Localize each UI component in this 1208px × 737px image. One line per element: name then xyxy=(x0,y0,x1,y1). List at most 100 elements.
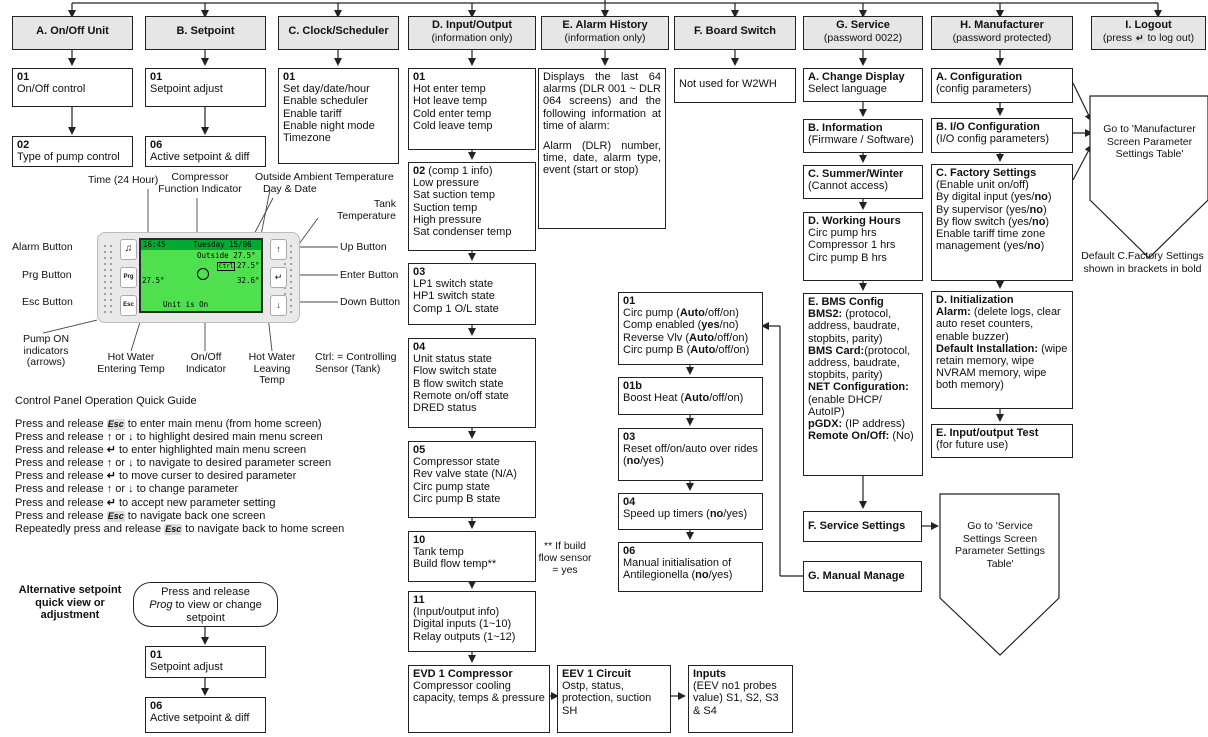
esc-button[interactable]: Esc xyxy=(120,295,137,316)
guide-line: Press and release ↵ to accept new parame… xyxy=(15,496,276,509)
io-line: Digital inputs (1~10) xyxy=(413,618,512,631)
alt-setpoint-01: 01 Setpoint adjust xyxy=(145,646,266,678)
label-day-date: Day & Date xyxy=(263,183,317,195)
box-text: (for future use) xyxy=(936,439,1009,452)
screen-code: 06 xyxy=(150,139,163,151)
lcd-right-temp-1: 27.5° xyxy=(237,261,260,270)
header-setpoint[interactable]: B. Setpoint xyxy=(145,16,266,50)
header-title: E. Alarm History xyxy=(562,19,648,31)
service-working-hours[interactable]: D. Working Hours Circ pump hrs Compresso… xyxy=(803,212,923,281)
down-arrow-icon: ↓ xyxy=(128,483,134,496)
quick-guide: Press and release Esc to enter main menu… xyxy=(15,418,410,536)
down-arrow-icon: ↓ xyxy=(128,457,134,470)
mfr-initialization[interactable]: D. Initialization Alarm: (delete logs, c… xyxy=(931,291,1073,409)
up-arrow-icon: ↑ xyxy=(106,483,113,496)
setpoint-screen-01: 01 Setpoint adjust xyxy=(145,68,266,107)
service-callout-shape xyxy=(939,493,1060,656)
onoff-screen-01: 01 On/Off control xyxy=(12,68,133,107)
mfr-io-configuration[interactable]: B. I/O Configuration (I/O config paramet… xyxy=(931,118,1073,153)
header-input-output[interactable]: D. Input/Output (information only) xyxy=(408,16,536,50)
service-settings-box[interactable]: F. Service Settings xyxy=(803,511,922,542)
header-title: G. Service xyxy=(836,19,890,31)
io-screen-01: 01 Hot enter temp Hot leave temp Cold en… xyxy=(408,68,536,150)
box-text: Circ pump B hrs xyxy=(808,251,887,264)
header-clock-scheduler[interactable]: C. Clock/Scheduler xyxy=(278,16,399,50)
io-line: Build flow temp** xyxy=(413,558,497,571)
box-title: C. Summer/Winter xyxy=(808,168,904,180)
box-title: Inputs xyxy=(693,668,726,680)
enter-key-icon: ↵ xyxy=(274,272,283,282)
box-title: B. Information xyxy=(808,122,883,134)
box-text: Compressor cooling capacity, temps & pre… xyxy=(413,680,545,705)
header-title: D. Input/Output xyxy=(431,19,513,31)
clock-line: Enable tariff xyxy=(283,107,342,120)
header-title: F. Board Switch xyxy=(694,25,776,37)
io-line: Circ pump state xyxy=(413,480,491,493)
eev-circuit-box: EEV 1 Circuit Ostp, status, protection, … xyxy=(557,665,671,733)
header-manufacturer[interactable]: H. Manufacturer (password protected) xyxy=(931,16,1073,50)
label-pump-indicators: Pump ON indicators (arrows) xyxy=(22,333,70,368)
enter-key-icon: ↵ xyxy=(106,496,116,509)
down-button[interactable]: ↓ xyxy=(270,295,287,316)
mfr-factory-settings[interactable]: C. Factory Settings (Enable unit on/off)… xyxy=(931,164,1073,281)
manual-screen-03: 03 Reset off/on/auto over rides (no/yes) xyxy=(618,428,763,481)
lcd-time: 16:45 xyxy=(143,240,166,249)
esc-key-icon: Esc xyxy=(106,419,125,430)
io-line: Circ pump B state xyxy=(413,492,501,505)
label-ctrl-sensor: Ctrl: = Controlling Sensor (Tank) xyxy=(315,351,397,375)
service-bms-config[interactable]: E. BMS Config BMS2: (protocol, address, … xyxy=(803,293,923,476)
box-title: EEV 1 Circuit xyxy=(562,668,632,680)
board-switch-box: Not used for W2WH xyxy=(674,68,796,103)
io-line: Relay outputs (1~12) xyxy=(413,630,516,643)
header-alarm-history[interactable]: E. Alarm History (information only) xyxy=(541,16,669,50)
label-tank: Tank Temperature xyxy=(337,198,396,222)
setpoint-screen-06: 06 Active setpoint & diff xyxy=(145,136,266,167)
label-compressor: Compressor Function Indicator xyxy=(158,171,242,195)
enter-key-icon: ↵ xyxy=(106,444,116,457)
clock-line: Set day/date/hour xyxy=(283,83,370,96)
header-subtitle: (information only) xyxy=(564,31,646,44)
header-logout[interactable]: I. Logout (press ↵ to log out) xyxy=(1091,16,1206,50)
service-settings-goto: Go to 'Service Settings Screen Parameter… xyxy=(955,520,1045,570)
io-line: Sat condenser temp xyxy=(413,226,512,239)
factory-defaults-note: Default C.Factory Settings shown in brac… xyxy=(1081,250,1204,275)
manual-screen-01: 01 Circ pump (Auto/off/on) Comp enabled … xyxy=(618,292,763,365)
alarm-button[interactable]: ♫ xyxy=(120,239,137,260)
box-title: E. BMS Config xyxy=(808,296,884,308)
mfr-configuration[interactable]: A. Configuration (config parameters) xyxy=(931,68,1073,103)
label-up-button: Up Button xyxy=(340,241,387,253)
header-board-switch[interactable]: F. Board Switch xyxy=(674,16,796,50)
box-text: (EEV no1 probes value) S1, S2, S3 & S4 xyxy=(693,680,779,717)
prg-button[interactable]: Prg xyxy=(120,267,137,288)
service-information[interactable]: B. Information (Firmware / Software) xyxy=(803,119,923,153)
up-button[interactable]: ↑ xyxy=(270,239,287,260)
label-hot-water-entering: Hot Water Entering Temp xyxy=(97,351,165,375)
io-line: Tank temp xyxy=(413,546,464,559)
box-text: Compressor 1 hrs xyxy=(808,239,896,252)
enter-button[interactable]: ↵ xyxy=(270,267,287,288)
io-line: HP1 switch state xyxy=(413,290,495,303)
alt-setpoint-pill[interactable]: Press and release Prog to view or change… xyxy=(133,582,278,627)
clock-line: Enable night mode xyxy=(283,119,375,132)
io-line: Cold leave temp xyxy=(413,119,493,132)
screen-text: Active setpoint & diff xyxy=(150,151,250,164)
header-subtitle: (password 0022) xyxy=(823,31,903,44)
lcd-right-temp-2: 32.6° xyxy=(237,276,260,285)
manual-manage-box[interactable]: G. Manual Manage xyxy=(803,561,922,592)
io-line: DRED status xyxy=(413,402,477,415)
header-on-off-unit[interactable]: A. On/Off Unit xyxy=(12,16,133,50)
up-arrow-icon: ↑ xyxy=(276,244,281,254)
alarm-history-desc: Displays the last 64 alarms (DLR 001 ~ D… xyxy=(543,71,661,132)
service-summer-winter[interactable]: C. Summer/Winter (Cannot access) xyxy=(803,165,923,199)
mfr-io-test[interactable]: E. Input/output Test (for future use) xyxy=(931,424,1073,458)
io-line: Sat suction temp xyxy=(413,189,495,202)
label-alarm-button: Alarm Button xyxy=(12,241,73,253)
esc-key-icon: Esc xyxy=(106,510,125,522)
guide-line: Press and release Esc to navigate back o… xyxy=(15,509,266,522)
io-line: Compressor state xyxy=(413,456,500,469)
header-service[interactable]: G. Service (password 0022) xyxy=(803,16,923,50)
service-change-display[interactable]: A. Change Display Select language xyxy=(803,68,923,102)
header-title: H. Manufacturer xyxy=(960,19,1044,31)
io-screen-10: 10 Tank temp Build flow temp** xyxy=(408,531,536,582)
io-screen-05: 05 Compressor state Rev valve state (N/A… xyxy=(408,441,536,518)
